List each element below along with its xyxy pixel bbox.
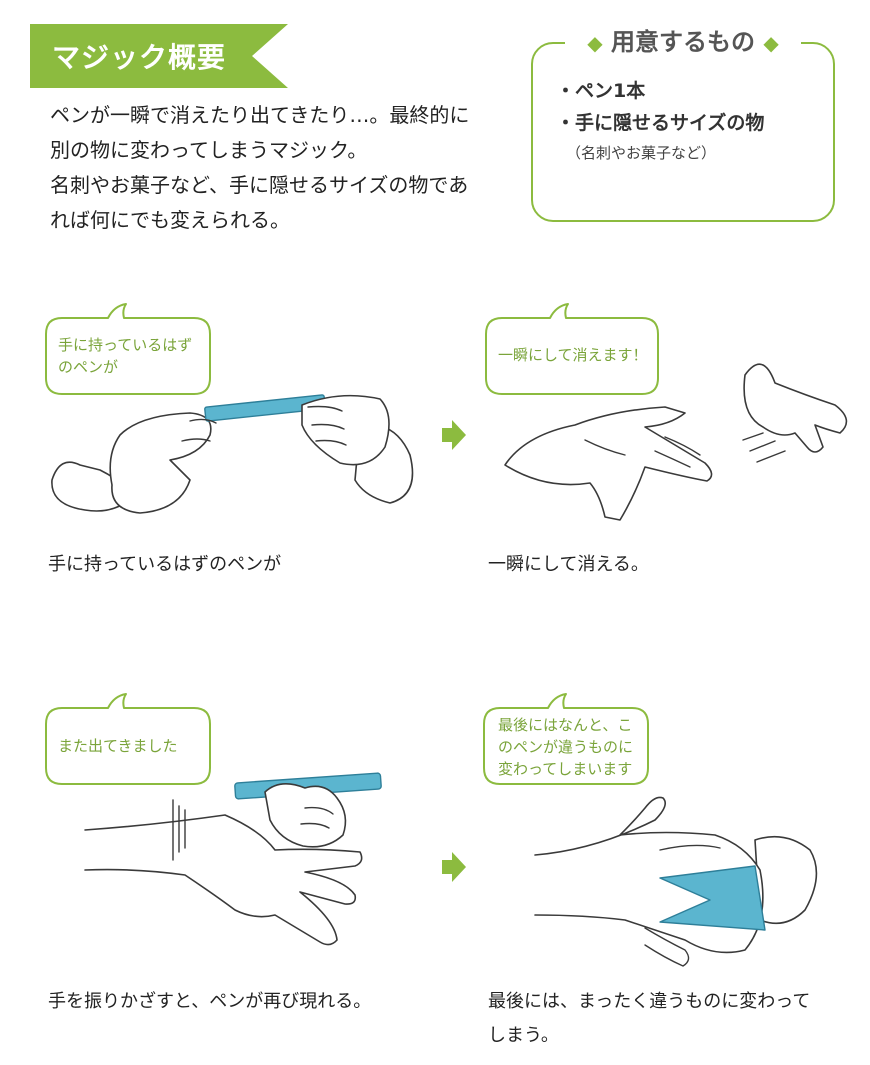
bubble-line: 変わってしまいます bbox=[498, 760, 633, 778]
heading-banner: マジック概要 bbox=[30, 24, 288, 88]
hands-holding-pen-illustration bbox=[51, 394, 414, 514]
bubble-line: 一瞬にして消えます！ bbox=[498, 346, 648, 364]
intro-line: 別の物に変わってしまうマジック。 bbox=[50, 138, 368, 162]
ribbon-banner-icon bbox=[30, 24, 288, 88]
step-1-bubble-text: 手に持っているはず のペンが bbox=[58, 334, 192, 378]
speech-bubble bbox=[45, 303, 211, 395]
bubble-line: のペンが bbox=[58, 358, 119, 376]
intro-text: ペンが一瞬で消えたり出てきたり…。最終的に 別の物に変わってしまうマジック。 名… bbox=[50, 98, 510, 238]
speech-bubble bbox=[483, 693, 649, 785]
supplies-heading: ◆ 用意するもの ◆ bbox=[565, 22, 801, 63]
intro-line: ペンが一瞬で消えたり出てきたり…。最終的に bbox=[50, 103, 470, 127]
step-3-caption: 手を振りかざすと、ペンが再び現れる。 bbox=[48, 991, 372, 1012]
bubble-line: 手に持っているはず bbox=[58, 336, 193, 354]
diamond-icon: ◆ bbox=[587, 31, 603, 55]
hand-with-reappearing-pen-illustration bbox=[84, 772, 382, 946]
page-title: マジック概要 bbox=[51, 41, 226, 74]
supply-note: （名刺やお菓子など） bbox=[566, 144, 717, 162]
hand-holding-object-illustration bbox=[534, 796, 818, 967]
step-2-caption: 一瞬にして消える。 bbox=[488, 554, 649, 575]
caption-line: しまう。 bbox=[488, 1025, 559, 1046]
step-4-caption: 最後には、まったく違うものに変わって しまう。 bbox=[488, 985, 810, 1053]
vanish-hands-illustration bbox=[504, 363, 848, 521]
caption-line: 最後には、まったく違うものに変わって bbox=[488, 991, 811, 1012]
step-2-bubble-text: 一瞬にして消えます！ bbox=[498, 344, 648, 366]
speech-bubble bbox=[485, 303, 659, 395]
intro-line: 名刺やお菓子など、手に隠せるサイズの物であ bbox=[50, 173, 469, 197]
next-arrow-icon bbox=[442, 852, 466, 882]
supplies-title: 用意するもの bbox=[611, 28, 755, 56]
step-4-bubble-text: 最後にはなんと、こ のペンが違うものに 変わってしまいます bbox=[498, 714, 633, 780]
bubble-line: 最後にはなんと、こ bbox=[498, 716, 633, 734]
supply-item: ・手に隠せるサイズの物 bbox=[556, 112, 765, 134]
next-arrow-icon bbox=[442, 420, 466, 450]
diamond-icon: ◆ bbox=[763, 31, 779, 55]
speech-bubble bbox=[45, 693, 211, 785]
supply-item: ・ペン1本 bbox=[556, 80, 646, 102]
step-3-bubble-text: また出てきました bbox=[58, 735, 178, 757]
bubble-line: また出てきました bbox=[58, 737, 178, 755]
bubble-line: のペンが違うものに bbox=[498, 738, 634, 756]
step-1-caption: 手に持っているはずのペンが bbox=[48, 554, 282, 575]
intro-line: れば何にでも変えられる。 bbox=[50, 208, 290, 232]
